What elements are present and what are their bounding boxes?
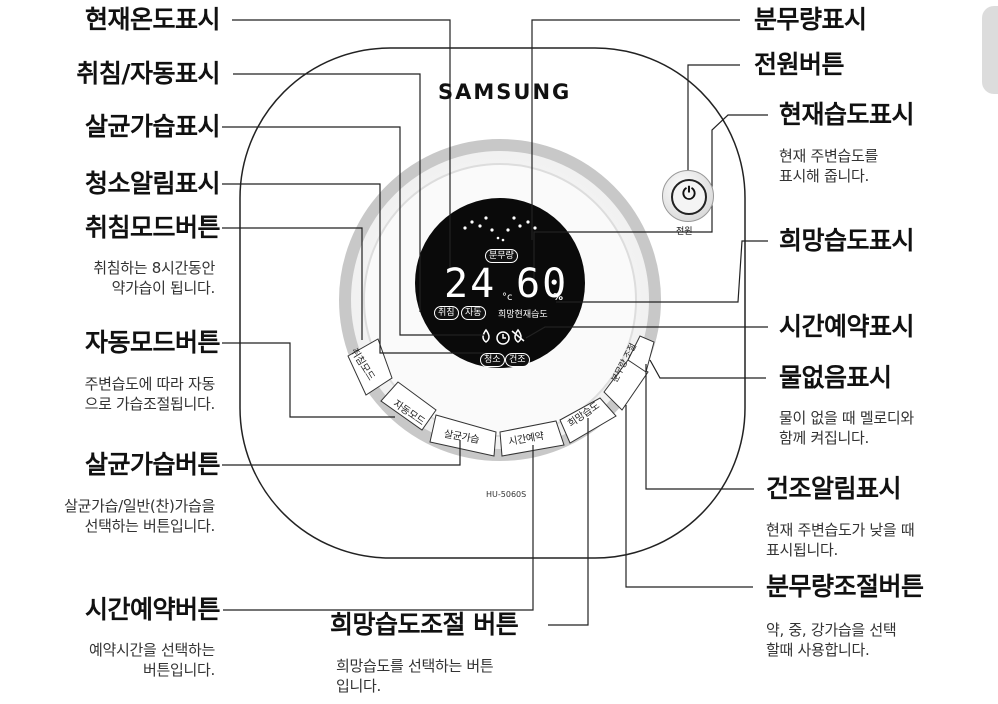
brand-logo: SAMSUNG xyxy=(438,80,572,104)
no-water-icon xyxy=(511,328,525,343)
spray-amount-indicator: 분무량 xyxy=(485,249,518,263)
callout-spray-adjust-button-desc: 약, 중, 강가습을 선택 할때 사용합니다. xyxy=(766,621,897,659)
clean-alert-indicator: 청소 xyxy=(480,353,505,367)
humidity-caption: 희망현재습도 xyxy=(498,310,548,320)
callout-timer-button: 시간예약버튼 xyxy=(84,595,221,624)
sterilize-drop-icon xyxy=(482,328,490,343)
callout-current-humidity-desc: 현재 주변습도를 표시해 줍니다. xyxy=(779,147,878,185)
callout-dry-alert: 건조알림표시 xyxy=(766,474,902,503)
leader-lines xyxy=(222,19,768,626)
auto-indicator: 자동 xyxy=(461,306,486,320)
power-icon: ⏻ xyxy=(671,179,707,215)
callout-timer: 시간예약표시 xyxy=(779,312,915,341)
callout-spray-amount: 분무량표시 xyxy=(754,5,867,34)
spray-dots-icon xyxy=(463,216,537,242)
callout-timer-button-desc: 예약시간을 선택하는 버튼입니다. xyxy=(89,641,215,679)
power-label: 전원 xyxy=(676,227,693,237)
temperature-value: 24 xyxy=(444,261,497,307)
model-number: HU-5060S xyxy=(486,490,527,499)
callout-power-button: 전원버튼 xyxy=(754,50,845,79)
sleep-indicator: 취침 xyxy=(434,306,459,320)
callout-no-water: 물없음표시 xyxy=(779,363,892,392)
humidity-readout: 60 xyxy=(516,262,568,306)
humidity-value: 60 xyxy=(516,261,569,307)
callout-sleep-button: 취침모드버튼 xyxy=(84,213,221,242)
humidity-unit: % xyxy=(553,292,564,303)
callout-no-water-desc: 물이 없을 때 멜로디와 함께 켜집니다. xyxy=(779,409,914,447)
timer-clock-icon xyxy=(496,331,510,345)
callout-target-humidity-button-desc: 희망습도를 선택하는 버튼 입니다. xyxy=(336,657,494,695)
side-tab xyxy=(982,6,998,94)
callout-current-humidity: 현재습도표시 xyxy=(779,100,915,129)
callout-temperature: 현재온도표시 xyxy=(84,5,221,34)
lcd-display xyxy=(415,198,585,368)
callout-spray-adjust-button: 분무량조절버튼 xyxy=(766,572,924,601)
callout-auto-button: 자동모드버튼 xyxy=(84,328,221,357)
callout-auto-button-desc: 주변습도에 따라 자동 으로 가습조절됩니다. xyxy=(84,375,216,413)
callout-target-humidity-button: 희망습도조절 버튼 xyxy=(330,610,519,639)
callout-sleep-auto: 취침/자동표시 xyxy=(76,59,220,88)
callout-dry-alert-desc: 현재 주변습도가 낮을 때 표시됩니다. xyxy=(766,521,915,559)
callout-sleep-button-desc: 취침하는 8시간동안 약가습이 됩니다. xyxy=(93,259,215,297)
callout-sterilize: 살균가습표시 xyxy=(84,112,221,141)
power-button[interactable]: ⏻ xyxy=(662,170,714,222)
temperature-readout: 24 xyxy=(444,262,496,306)
callout-clean-alert: 청소알림표시 xyxy=(84,169,221,198)
callout-sterilize-button: 살균가습버튼 xyxy=(84,450,221,479)
callout-target-humidity: 희망습도표시 xyxy=(779,226,915,255)
dry-alert-indicator: 건조 xyxy=(505,353,530,367)
callout-sterilize-button-desc: 살균가습/일반(찬)가습을 선택하는 버튼입니다. xyxy=(64,497,215,535)
temperature-unit: °c xyxy=(502,292,513,303)
status-icons xyxy=(482,328,525,345)
